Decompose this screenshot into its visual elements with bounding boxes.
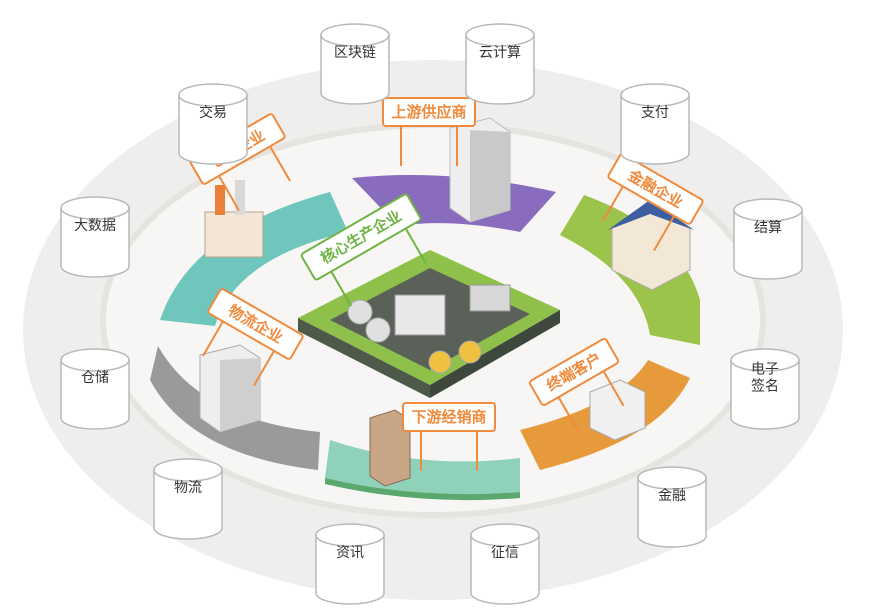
cylinder-label: 资讯 bbox=[336, 545, 364, 561]
downstream-building bbox=[369, 409, 411, 487]
sector-logistics bbox=[150, 346, 320, 470]
cylinder-label: 电子 bbox=[751, 362, 779, 378]
cylinder-logistics: 物流 bbox=[153, 458, 223, 540]
cylinder-label: 结算 bbox=[754, 220, 782, 236]
finance-building bbox=[608, 200, 694, 291]
cylinder-label: 金融 bbox=[658, 488, 686, 504]
logistics-building bbox=[199, 344, 261, 433]
cylinder-label: 签名 bbox=[751, 378, 779, 395]
cylinder-label: 征信 bbox=[491, 545, 519, 561]
cylinder-payment: 支付 bbox=[620, 83, 690, 165]
sector-warehouse bbox=[160, 192, 348, 326]
cylinder-label: 交易 bbox=[199, 104, 227, 121]
cylinder-label: 区块链 bbox=[334, 45, 376, 61]
cylinder-bigdata: 大数据 bbox=[60, 196, 130, 278]
cylinder-label: 仓储 bbox=[81, 370, 109, 386]
cylinder-finance: 金融 bbox=[637, 466, 707, 548]
sign-downstream: 下游经销商 bbox=[402, 402, 496, 471]
core-park bbox=[298, 250, 560, 398]
cylinder-credit: 征信 bbox=[470, 523, 540, 605]
cylinder-label: 大数据 bbox=[74, 218, 116, 234]
cylinder-blockchain: 区块链 bbox=[320, 23, 390, 105]
sign-label: 上游供应商 bbox=[391, 103, 466, 121]
cylinder-cloud: 云计算 bbox=[465, 23, 535, 105]
upstream-building bbox=[449, 117, 511, 223]
warehouse-building bbox=[204, 180, 264, 258]
cylinder-warehouse: 仓储 bbox=[60, 348, 130, 430]
cylinder-label: 云计算 bbox=[479, 45, 521, 61]
cylinder-info: 资讯 bbox=[315, 523, 385, 605]
sign-label: 下游经销商 bbox=[411, 408, 486, 426]
cylinder-trade: 交易 bbox=[178, 83, 248, 165]
customer-building bbox=[589, 379, 646, 441]
sign-upstream: 上游供应商 bbox=[382, 97, 476, 166]
cylinder-label: 物流 bbox=[174, 480, 202, 496]
cylinder-label: 支付 bbox=[641, 105, 669, 121]
cylinder-settlement: 结算 bbox=[733, 198, 803, 280]
sign-logistics-ent: 物流企业 bbox=[202, 288, 304, 387]
service-cylinders: 区块链 云计算交易 支付大数据 结算仓储 电子签名物流金融资讯 征信 bbox=[60, 23, 803, 605]
